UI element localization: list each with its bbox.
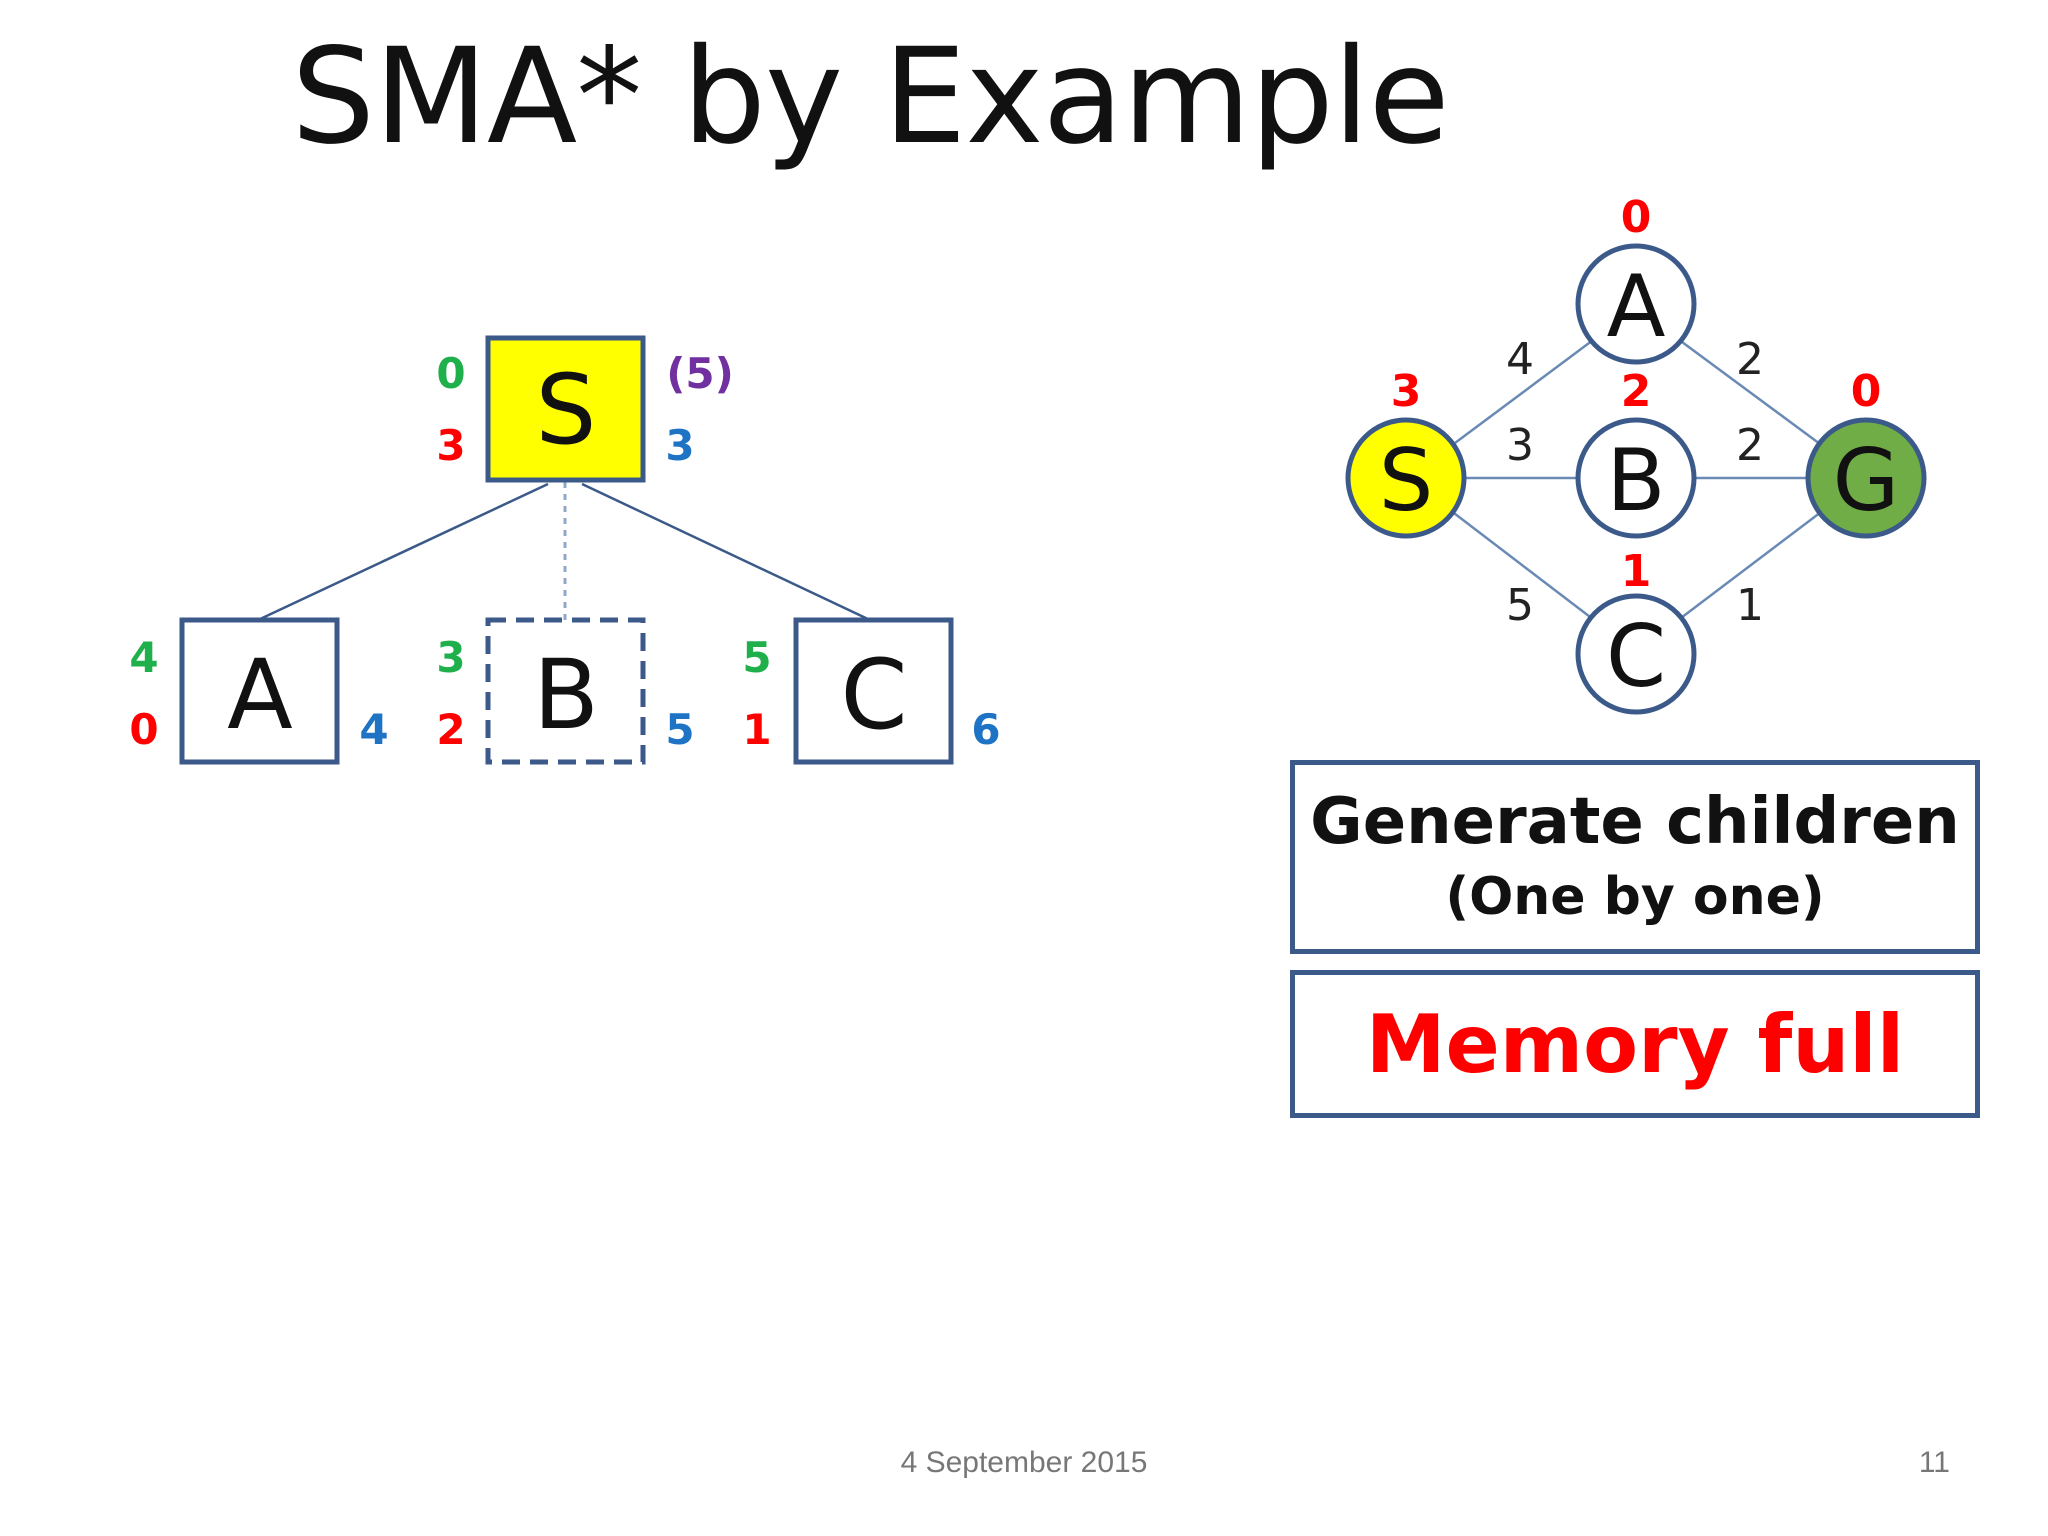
tree-node-c-h: 1 xyxy=(742,705,771,754)
tree-node-a-h: 0 xyxy=(129,705,158,754)
tree-node-s-forgotten: (5) xyxy=(666,349,734,398)
graph-node-a xyxy=(1575,243,1697,365)
graph-node-a-heuristic: 0 xyxy=(1621,192,1652,243)
graph-node-b-label: B xyxy=(1607,431,1666,531)
memory-status-box: Memory full xyxy=(1290,970,1980,1118)
graph-node-a-label: A xyxy=(1607,257,1666,357)
tree-node-a-label: A xyxy=(227,639,293,751)
state-graph: 4 2 3 2 5 1 A 0 S 3 B 2 G 0 C 1 xyxy=(1345,192,1927,715)
footer-date: 4 September 2015 xyxy=(900,1446,1148,1479)
search-tree: S 0 3 (5) 3 A 4 0 4 B 3 2 5 C 5 1 6 xyxy=(129,335,1001,765)
graph-node-b xyxy=(1575,417,1697,539)
graph-node-c-heuristic: 1 xyxy=(1621,546,1652,597)
graph-node-c xyxy=(1575,593,1697,715)
tree-node-c-f: 6 xyxy=(971,705,1000,754)
tree-node-b-g: 3 xyxy=(436,633,465,682)
tree-node-s-f: 3 xyxy=(665,421,694,470)
tree-node-c xyxy=(793,617,954,765)
tree-edge-s-a xyxy=(257,482,549,622)
graph-edge-cost-b-g: 2 xyxy=(1736,420,1764,471)
tree-node-s-g: 0 xyxy=(436,349,465,398)
graph-edge-cost-c-g: 1 xyxy=(1736,580,1764,631)
graph-edge-cost-s-c: 5 xyxy=(1506,580,1534,631)
tree-node-b-label: B xyxy=(533,639,599,751)
graph-node-g-label: G xyxy=(1833,431,1900,531)
tree-node-s-h: 3 xyxy=(436,421,465,470)
tree-node-b-f: 5 xyxy=(665,705,694,754)
graph-node-s-heuristic: 3 xyxy=(1391,366,1422,417)
graph-node-b-heuristic: 2 xyxy=(1621,366,1652,417)
tree-node-a-f: 4 xyxy=(359,705,388,754)
tree-node-c-label: C xyxy=(840,639,907,751)
graph-edge-cost-s-b: 3 xyxy=(1506,420,1534,471)
graph-edge-cost-a-g: 2 xyxy=(1736,334,1764,385)
step-description-box: Generate children (One by one) xyxy=(1290,760,1980,954)
step-description-line1: Generate children xyxy=(1310,785,1960,859)
step-description-line2: (One by one) xyxy=(1445,867,1825,927)
graph-node-g xyxy=(1805,417,1927,539)
graph-node-g-heuristic: 0 xyxy=(1851,366,1882,417)
footer-page-number: 11 xyxy=(1918,1446,1950,1479)
memory-status-message: Memory full xyxy=(1365,997,1905,1091)
tree-node-a-g: 4 xyxy=(129,633,158,682)
tree-node-c-g: 5 xyxy=(742,633,771,682)
tree-node-b xyxy=(485,617,646,765)
tree-node-s-label: S xyxy=(536,354,597,466)
graph-node-c-label: C xyxy=(1606,607,1666,707)
tree-edge-s-c xyxy=(581,482,871,622)
graph-node-s xyxy=(1345,417,1467,539)
slide-title: SMA* by Example xyxy=(291,20,1449,174)
tree-node-a xyxy=(179,617,340,765)
graph-edge-cost-s-a: 4 xyxy=(1506,334,1534,385)
graph-node-s-label: S xyxy=(1379,431,1434,531)
tree-node-b-h: 2 xyxy=(436,705,465,754)
tree-node-s xyxy=(485,335,646,483)
